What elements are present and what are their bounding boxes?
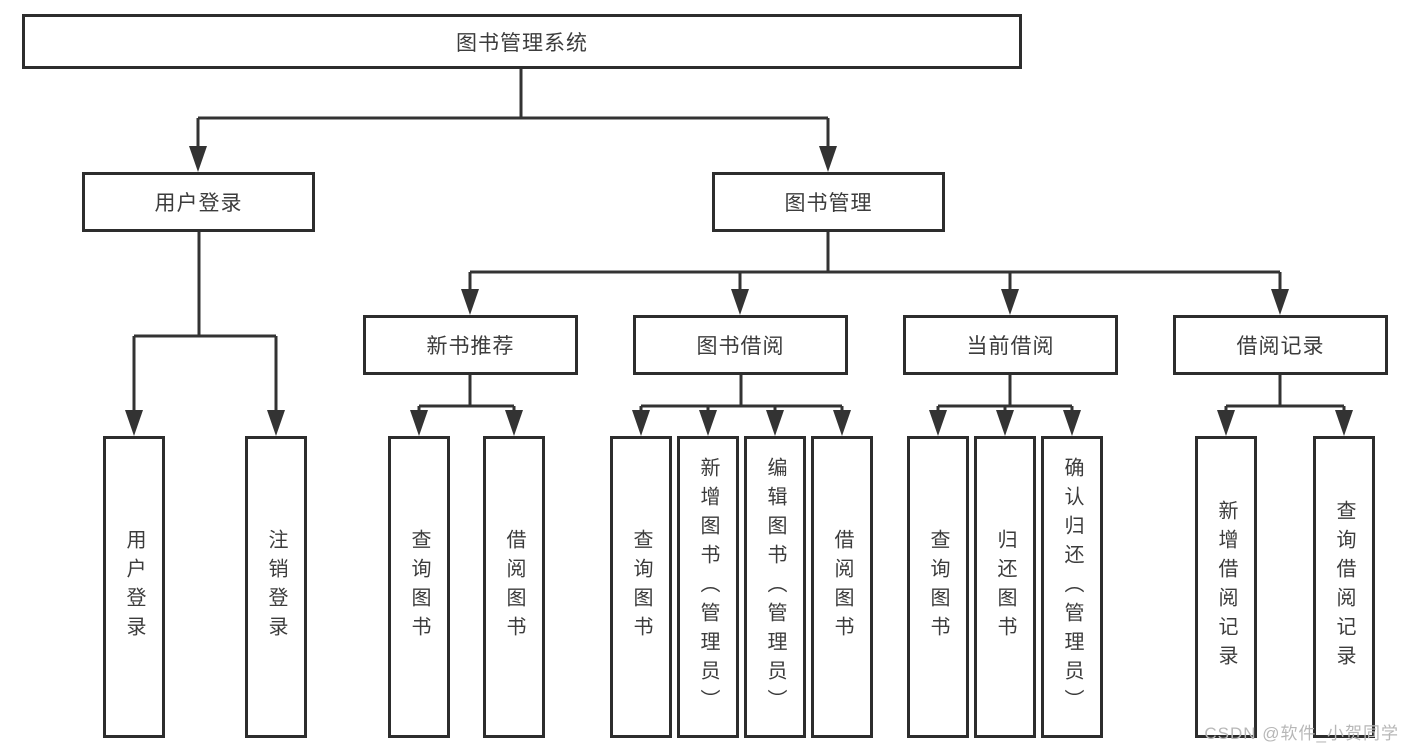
leaf-return-books: 归还图书	[974, 436, 1036, 738]
leaf-label: 借阅图书	[831, 529, 853, 645]
node-label: 用户登录	[154, 192, 243, 215]
leaf-label: 编辑图书（管理员）	[764, 456, 786, 718]
leaf-query-borrow-record: 查询借阅记录	[1313, 436, 1375, 738]
leaf-label: 注销登录	[265, 529, 287, 645]
leaf-borrow-books-recommend: 借阅图书	[483, 436, 545, 738]
leaf-label: 查询借阅记录	[1333, 500, 1355, 674]
leaf-label: 归还图书	[994, 529, 1016, 645]
leaf-user-login: 用户登录	[103, 436, 165, 738]
node-book-management: 图书管理	[712, 172, 945, 232]
node-current-borrowing: 当前借阅	[903, 315, 1118, 375]
leaf-label: 查询图书	[927, 529, 949, 645]
node-book-borrowing: 图书借阅	[633, 315, 848, 375]
node-label: 当前借阅	[966, 335, 1055, 358]
node-label: 图书管理	[784, 192, 873, 215]
leaf-query-books-recommend: 查询图书	[388, 436, 450, 738]
csdn-watermark: CSDN @软件_小贺同学	[1204, 724, 1399, 743]
leaf-label: 查询图书	[408, 529, 430, 645]
leaf-label: 借阅图书	[503, 529, 525, 645]
leaf-label: 新增图书（管理员）	[697, 456, 719, 718]
leaf-confirm-return-admin: 确认归还（管理员）	[1041, 436, 1103, 738]
leaf-logout: 注销登录	[245, 436, 307, 738]
node-label: 新书推荐	[426, 335, 515, 358]
node-borrowing-records: 借阅记录	[1173, 315, 1388, 375]
node-new-book-recommendation: 新书推荐	[363, 315, 578, 375]
leaf-label: 新增借阅记录	[1215, 500, 1237, 674]
leaf-add-book-admin: 新增图书（管理员）	[677, 436, 739, 738]
leaf-query-books-current: 查询图书	[907, 436, 969, 738]
leaf-add-borrow-record: 新增借阅记录	[1195, 436, 1257, 738]
leaf-label: 查询图书	[630, 529, 652, 645]
leaf-label: 确认归还（管理员）	[1061, 456, 1083, 718]
node-label: 图书管理系统	[456, 31, 588, 55]
node-label: 借阅记录	[1236, 335, 1325, 358]
leaf-query-books-borrowing: 查询图书	[610, 436, 672, 738]
node-label: 图书借阅	[696, 335, 785, 358]
leaf-label: 用户登录	[123, 529, 145, 645]
leaf-borrow-books-borrowing: 借阅图书	[811, 436, 873, 738]
leaf-edit-book-admin: 编辑图书（管理员）	[744, 436, 806, 738]
node-library-system: 图书管理系统	[22, 14, 1022, 69]
node-user-login: 用户登录	[82, 172, 315, 232]
arrowheads	[125, 146, 1353, 436]
